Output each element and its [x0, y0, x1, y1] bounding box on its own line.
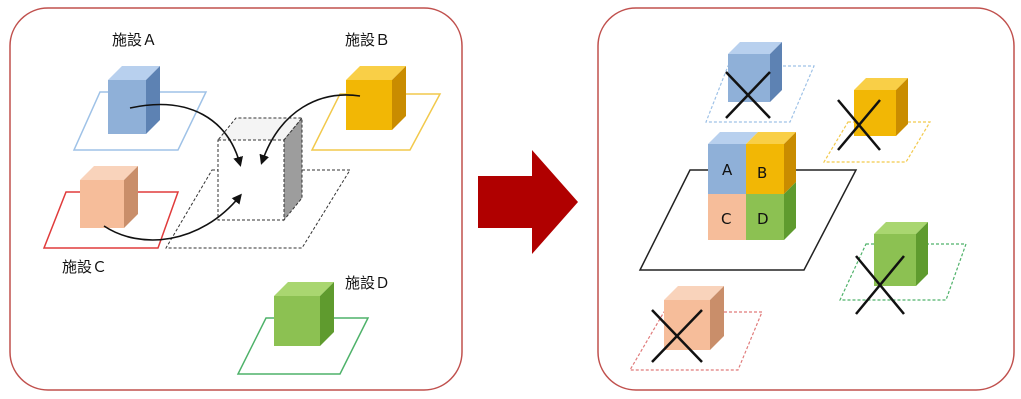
removed-facility-d [839, 222, 967, 315]
combined-cell-d [746, 194, 784, 240]
cross-icon [725, 71, 771, 119]
combined-label-d: D [757, 210, 769, 228]
curved-arrow-icon [129, 103, 243, 167]
shared-facility [165, 116, 351, 249]
cross-icon [855, 255, 905, 315]
curved-arrow-icon [103, 193, 242, 241]
removed-facility-a [705, 42, 815, 123]
facility-a-base [72, 91, 208, 151]
after-panel [597, 7, 1015, 391]
removed-facility-b [822, 78, 932, 163]
facility-a [72, 66, 208, 151]
facility-b-base [310, 93, 442, 151]
combined-cell-a [708, 144, 746, 194]
removed-facility-c [628, 286, 763, 371]
facility-c [42, 166, 180, 249]
cross-icon [651, 309, 703, 363]
combined-label-a: A [722, 161, 733, 179]
combined-label-b: B [757, 164, 767, 182]
combined-cell-c [708, 194, 746, 240]
right-arrow-icon [478, 150, 578, 254]
facility-c-base [42, 191, 180, 249]
facility-d-label: 施設Ｄ [345, 274, 390, 292]
facility-d [236, 282, 370, 375]
combined-cell-b [746, 144, 784, 194]
facility-c-label: 施設Ｃ [62, 258, 107, 276]
combined-base [638, 169, 858, 271]
curved-arrow-icon [259, 94, 361, 165]
combined-facility [638, 132, 858, 271]
facility-a-label: 施設Ａ [112, 31, 157, 49]
facility-b [310, 66, 442, 151]
combined-label-c: C [721, 210, 731, 228]
cross-icon [837, 99, 881, 151]
facility-b-label: 施設Ｂ [345, 31, 390, 49]
